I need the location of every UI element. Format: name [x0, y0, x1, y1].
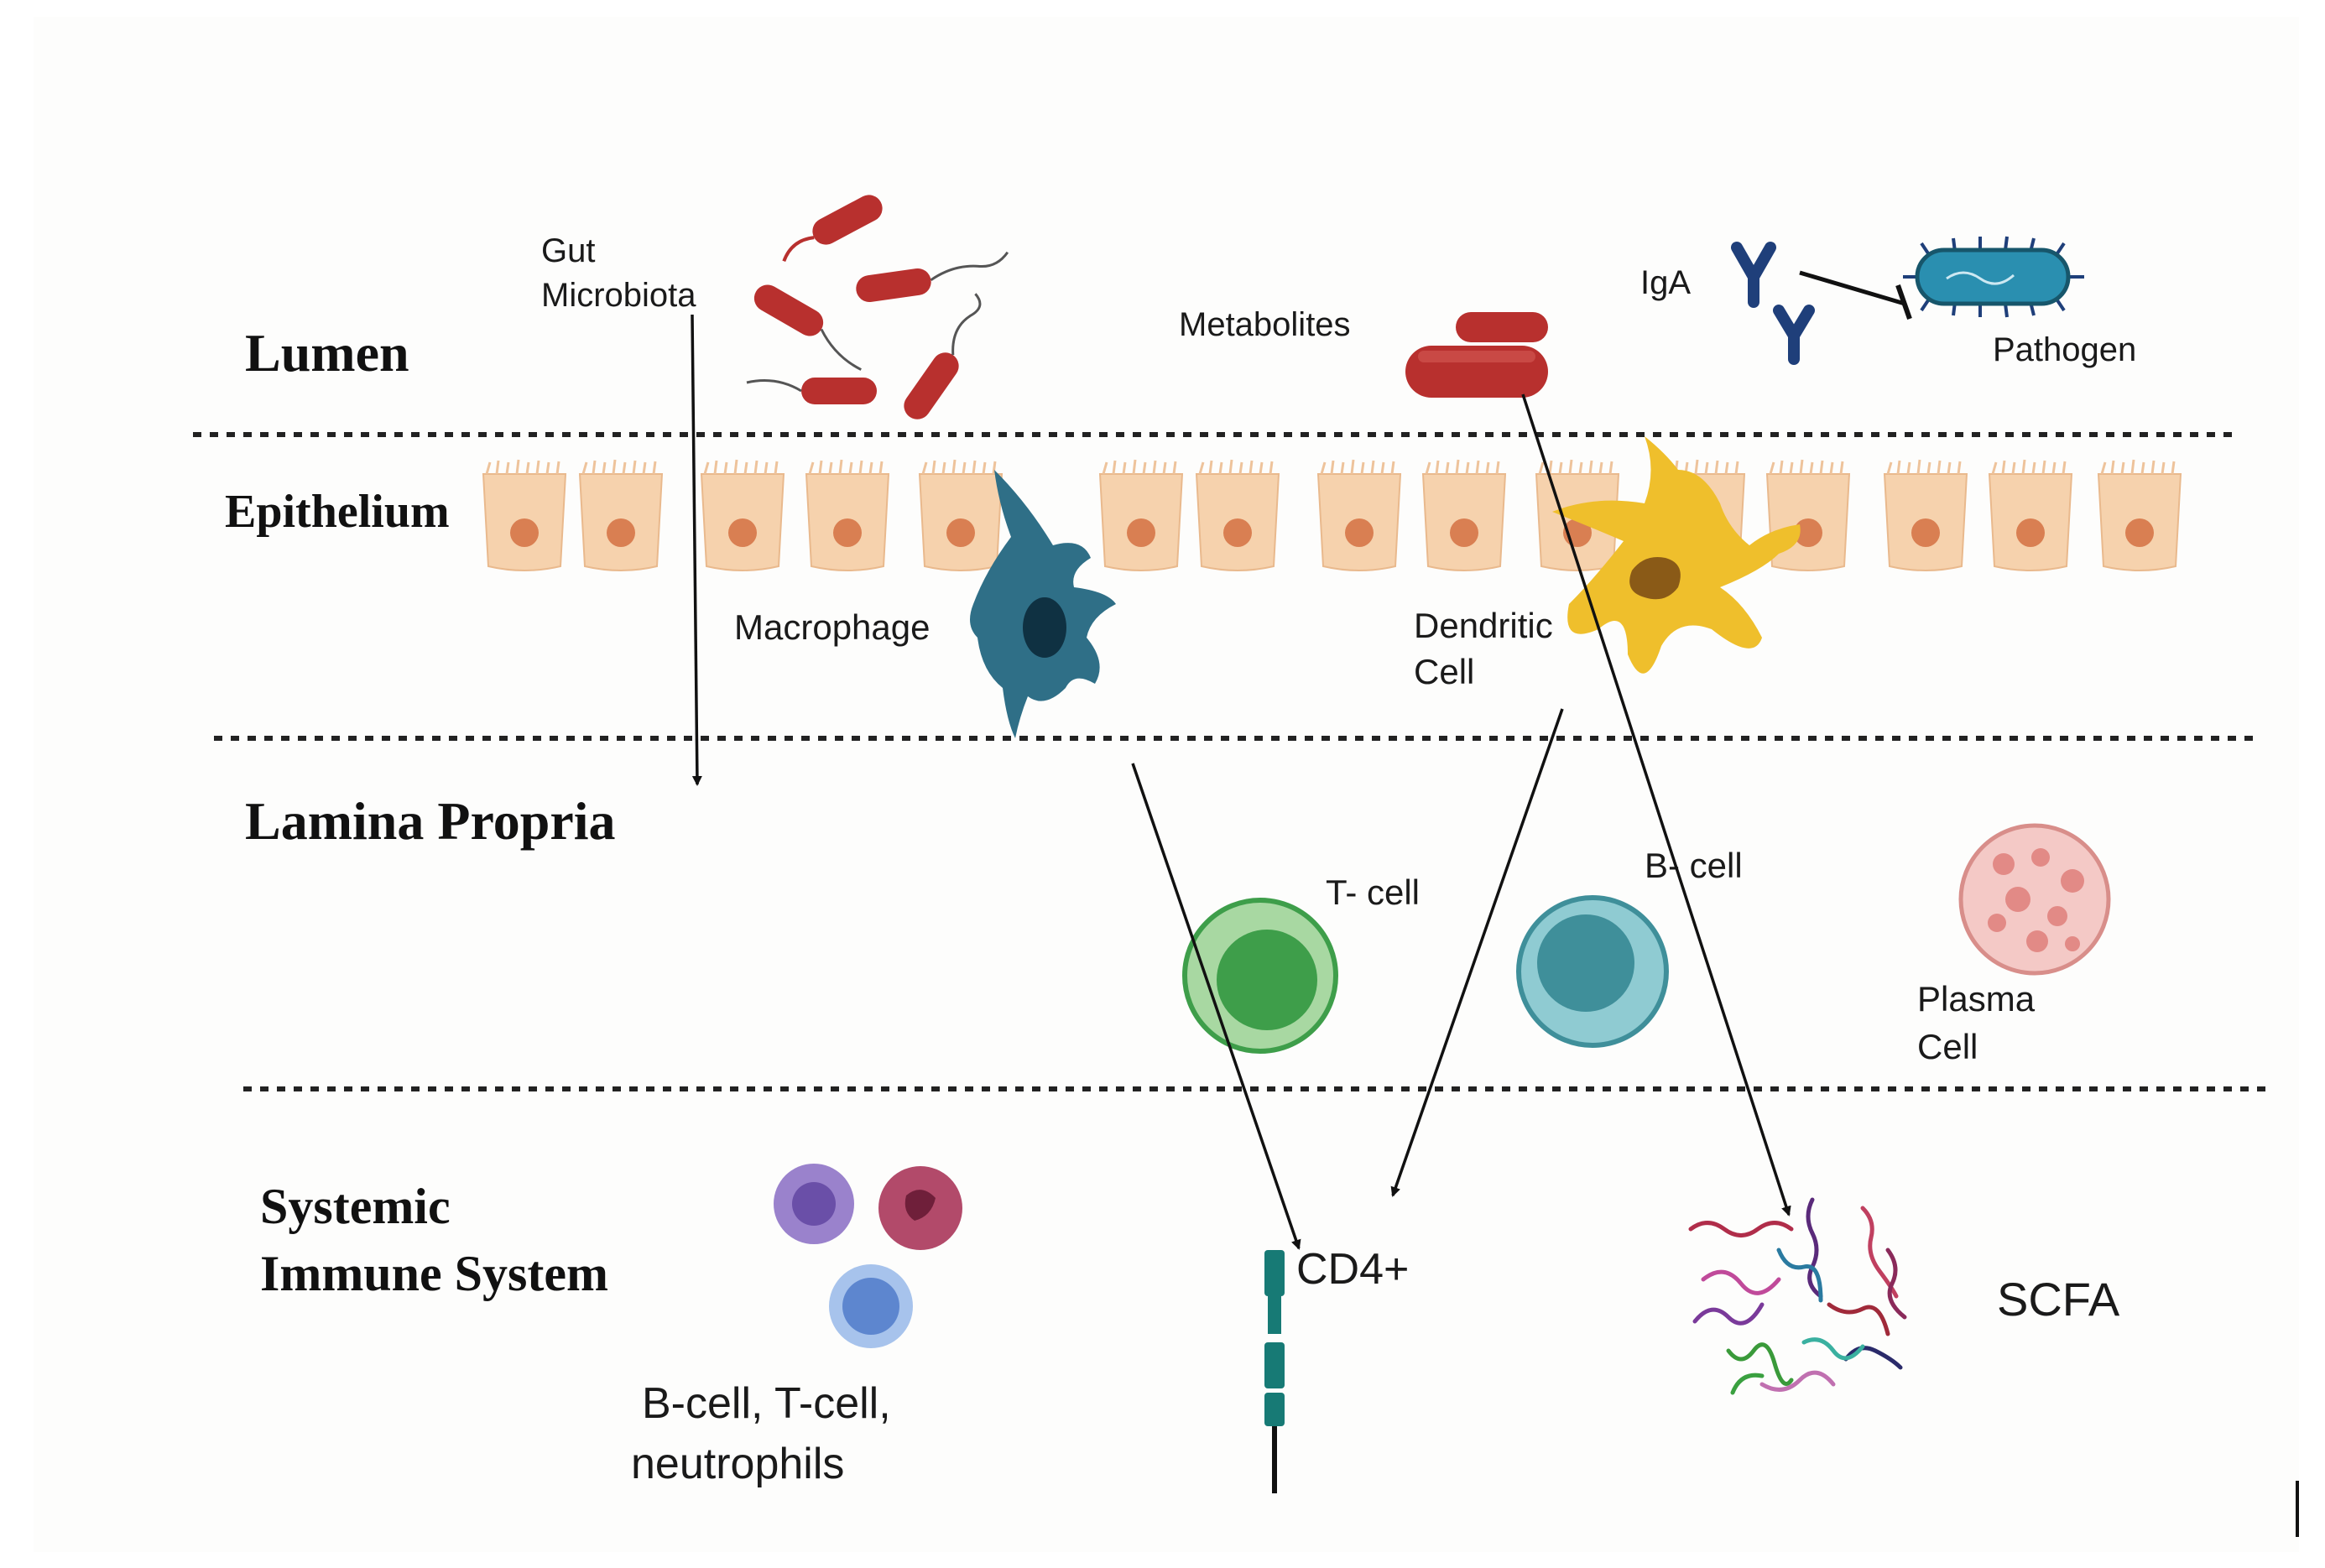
- gut-microbiota-label-1: Gut: [541, 232, 595, 269]
- neutrophil-icon: [774, 1164, 854, 1244]
- systemic-t-cell-icon: [829, 1264, 913, 1348]
- arrow-microbiota-to-lamina: [691, 314, 702, 786]
- systemic-cells-label-2: neutrophils: [631, 1440, 844, 1488]
- systemic-cells-label-1: B-cell, T-cell,: [642, 1379, 891, 1428]
- iga-antibody-icon: [1731, 242, 1815, 365]
- iga-label: IgA: [1640, 264, 1691, 301]
- gut-microbiota-icon: [746, 190, 1009, 425]
- arrow-metabolites-to-scfa: [1521, 393, 1791, 1216]
- t-cell-label: T- cell: [1326, 873, 1420, 912]
- macrophage-label: Macrophage: [734, 607, 930, 647]
- cd4-receptor-icon: [1264, 1250, 1285, 1493]
- b-cell-label: B- cell: [1645, 846, 1743, 885]
- cd4-label: CD4+: [1296, 1245, 1409, 1294]
- iga-inhibition-line: [1799, 270, 1905, 306]
- epithelial-cell-layer: [482, 458, 2182, 572]
- arrow-macrophage-to-cd4: [1131, 763, 1301, 1250]
- b-cell-icon: [1516, 895, 1669, 1048]
- systemic-b-cell-icon: [878, 1166, 962, 1250]
- arrow-dendritic-to-cd4: [1390, 708, 1564, 1197]
- dendritic-cell-label-1: Dendritic: [1414, 606, 1553, 645]
- iga-inhibition-bar: [1895, 284, 1912, 320]
- metabolites-icon: [1405, 312, 1548, 398]
- scfa-icon: [1688, 1197, 1907, 1395]
- layer-label-systemic-1: Systemic: [260, 1179, 451, 1234]
- layer-label-epithelium: Epithelium: [225, 486, 450, 538]
- macrophage-icon: [970, 470, 1116, 738]
- layer-label-lumen: Lumen: [245, 323, 409, 383]
- layer-label-lamina-propria: Lamina Propria: [245, 791, 616, 851]
- plasma-cell-label-1: Plasma: [1917, 979, 2036, 1018]
- dendritic-cell-label-2: Cell: [1414, 652, 1474, 691]
- plasma-cell-icon: [1958, 823, 2111, 976]
- metabolites-label: Metabolites: [1179, 306, 1351, 343]
- pathogen-label: Pathogen: [1993, 331, 2136, 368]
- dendritic-cell-icon: [1552, 436, 1801, 674]
- t-cell-icon: [1182, 898, 1338, 1054]
- gut-microbiota-label-2: Microbiota: [541, 277, 696, 314]
- plasma-cell-label-2: Cell: [1917, 1027, 1978, 1066]
- layer-label-systemic-2: Immune System: [260, 1246, 608, 1301]
- scfa-label: SCFA: [1997, 1273, 2120, 1326]
- pathogen-icon: [1903, 236, 2084, 318]
